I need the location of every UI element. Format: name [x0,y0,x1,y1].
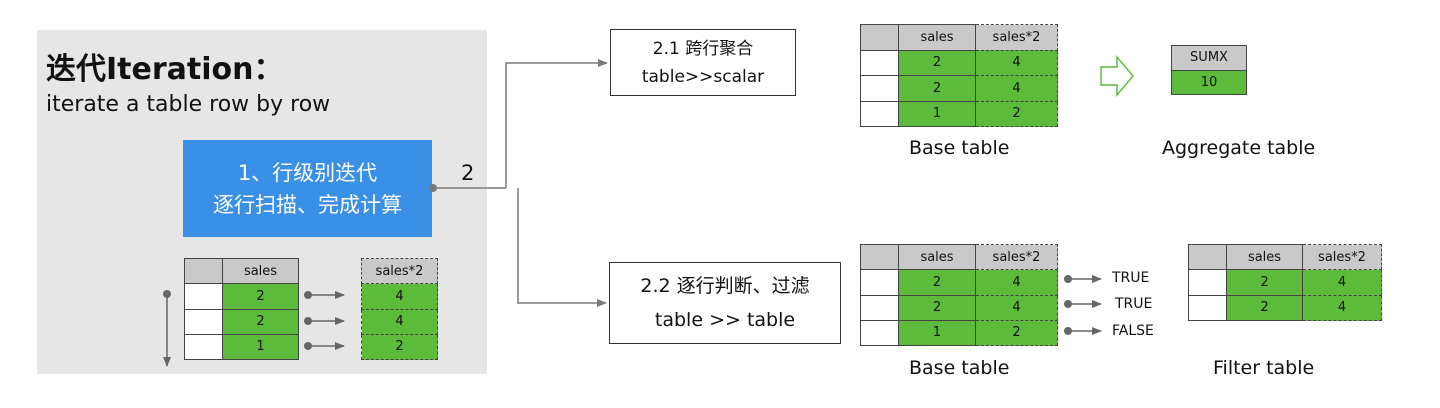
row-scan-arrow [163,290,171,367]
cell-sales: 2 [898,269,976,296]
aggregate-table: SUMX 10 [1171,45,1247,95]
aggregate-arrow-icon [1100,54,1134,98]
filter-table-caption: Filter table [1213,357,1315,379]
filter-branch-line2: table >> table [654,309,796,331]
aggregate-branch-line2: table>>scalar [641,66,765,87]
cell-sales: 1 [222,333,299,361]
filter-branch-line1: 2.2 逐行判断、过滤 [640,275,810,297]
cell-sales: 2 [898,75,976,102]
header-sales2: sales*2 [975,243,1058,271]
header-sales: sales [898,24,976,51]
cell-sales2: 4 [975,49,1058,76]
cell-sales: 2 [898,49,976,76]
cell-sales2: 2 [361,333,438,361]
iteration-sales2-table: sales*2 4 4 2 [361,257,438,361]
cell-sales2: 4 [1302,269,1382,296]
panel-subtitle: iterate a table row by row [46,92,331,117]
cell-sales: 2 [898,294,976,321]
filter-result-label: FALSE [1112,323,1154,339]
filter-test-arrows [1064,275,1102,335]
cell-sales2: 4 [361,283,438,310]
iteration-box-line2: 逐行扫描、完成计算 [213,192,402,217]
cell-sales2: 4 [975,75,1058,102]
aggregate-branch-box: 2.1 跨行聚合 table>>scalar [610,29,796,96]
cell-sumx: 10 [1171,69,1247,95]
cell-sales2: 4 [361,308,438,335]
cell-sales2: 4 [975,269,1058,296]
branch-label: 2 [461,161,475,185]
filter-branch-box: 2.2 逐行判断、过滤 table >> table [609,262,841,344]
cell-sales: 1 [898,319,976,347]
iteration-sales-table: sales 2 2 1 [184,257,299,361]
cell-sales: 2 [222,283,299,310]
cell-sales2: 2 [975,319,1058,347]
aggregate-branch-line1: 2.1 跨行聚合 [652,38,754,59]
filter-result-label: TRUE [1112,270,1150,286]
header-sales2: sales*2 [1302,243,1382,271]
header-sales: sales [898,243,976,271]
iteration-box-line1: 1、行级别迭代 [237,160,378,185]
header-sales: sales [222,257,299,285]
cell-sales2: 2 [975,100,1058,127]
aggregate-table-caption: Aggregate table [1162,137,1316,159]
branch-connector [429,59,608,307]
cell-sales: 1 [898,100,976,127]
panel-title: 迭代Iteration： [46,52,284,87]
header-sales2: sales*2 [361,257,438,285]
iteration-box: 1、行级别迭代 逐行扫描、完成计算 [183,140,432,237]
cell-sales2: 4 [975,294,1058,321]
header-sales2: sales*2 [975,24,1058,51]
cell-sales2: 4 [1302,294,1382,322]
header-sumx: SUMX [1171,45,1247,71]
base-table-top-caption: Base table [909,137,1010,159]
filter-result-label: TRUE [1115,296,1153,312]
cell-sales: 2 [1226,269,1303,296]
header-sales: sales [1226,243,1303,271]
row-compute-arrows [304,291,345,350]
cell-sales: 2 [1226,294,1303,322]
base-table-bottom-caption: Base table [909,357,1010,379]
cell-sales: 2 [222,308,299,335]
